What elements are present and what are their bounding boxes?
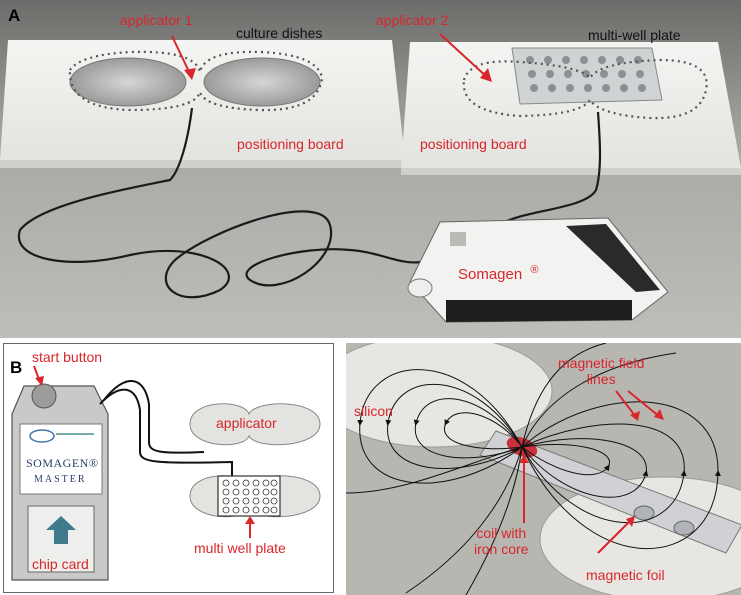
panel-letter-b: B xyxy=(10,358,23,377)
cable-applicator-1 xyxy=(17,107,421,299)
panel-letter-a: A xyxy=(8,6,21,25)
label-somagen: Somagen ® xyxy=(458,264,539,283)
chip-card-arrow-icon xyxy=(46,516,76,544)
label-positioning-board-left: positioning board xyxy=(237,136,344,152)
panel-b-illustration xyxy=(11,365,321,581)
label-applicator: applicator xyxy=(216,415,277,431)
culture-dish-left xyxy=(69,57,187,107)
applicator-2-outline xyxy=(462,58,708,120)
panel-b-schematic: B start button SOMAGEN® MASTER applicato… xyxy=(3,343,334,593)
arrow-applicator-2 xyxy=(439,33,489,79)
applicator-schematic xyxy=(189,403,321,446)
label-applicator-2: applicator 2 xyxy=(376,12,449,28)
label-silicon: silicon xyxy=(354,403,393,419)
magnetic-field-lines xyxy=(346,343,721,595)
panel-c-illustration xyxy=(346,343,741,595)
arrow-magnetic-foil xyxy=(597,518,633,554)
device-display xyxy=(566,224,660,292)
label-culture-dishes: culture dishes xyxy=(236,25,323,41)
device-logo-icon xyxy=(29,429,55,443)
device-model: MASTER xyxy=(34,474,87,485)
label-chip-card: chip card xyxy=(32,556,89,572)
label-positioning-board-right: positioning board xyxy=(420,136,527,152)
label-start-button: start button xyxy=(32,349,103,365)
arrow-field-lines-1 xyxy=(615,390,637,418)
label-magnetic-field-lines: magnetic field lines xyxy=(558,355,645,387)
panel-a-illustration xyxy=(0,0,741,338)
label-magnetic-foil: magnetic foil xyxy=(586,567,665,583)
device-brand: SOMAGEN® xyxy=(26,456,99,470)
device-screen xyxy=(19,423,103,495)
panel-c-field-photo: silicon magnetic field lines coil with i… xyxy=(346,343,741,595)
culture-dish-right xyxy=(203,57,321,107)
label-multi-well-plate-b: multi well plate xyxy=(194,540,286,556)
label-coil-with-iron-core: coil with iron core xyxy=(474,525,529,557)
label-applicator-1: applicator 1 xyxy=(120,12,193,28)
panel-a-photo: A applicator 1 culture dishes applicator… xyxy=(0,0,741,338)
positioning-board-left xyxy=(0,40,405,160)
arrow-field-lines-2 xyxy=(627,390,661,418)
label-multi-well-plate-a: multi-well plate xyxy=(588,27,681,43)
start-button-photo xyxy=(407,278,433,298)
silicon-disk-left xyxy=(346,343,553,448)
start-button xyxy=(31,383,57,409)
